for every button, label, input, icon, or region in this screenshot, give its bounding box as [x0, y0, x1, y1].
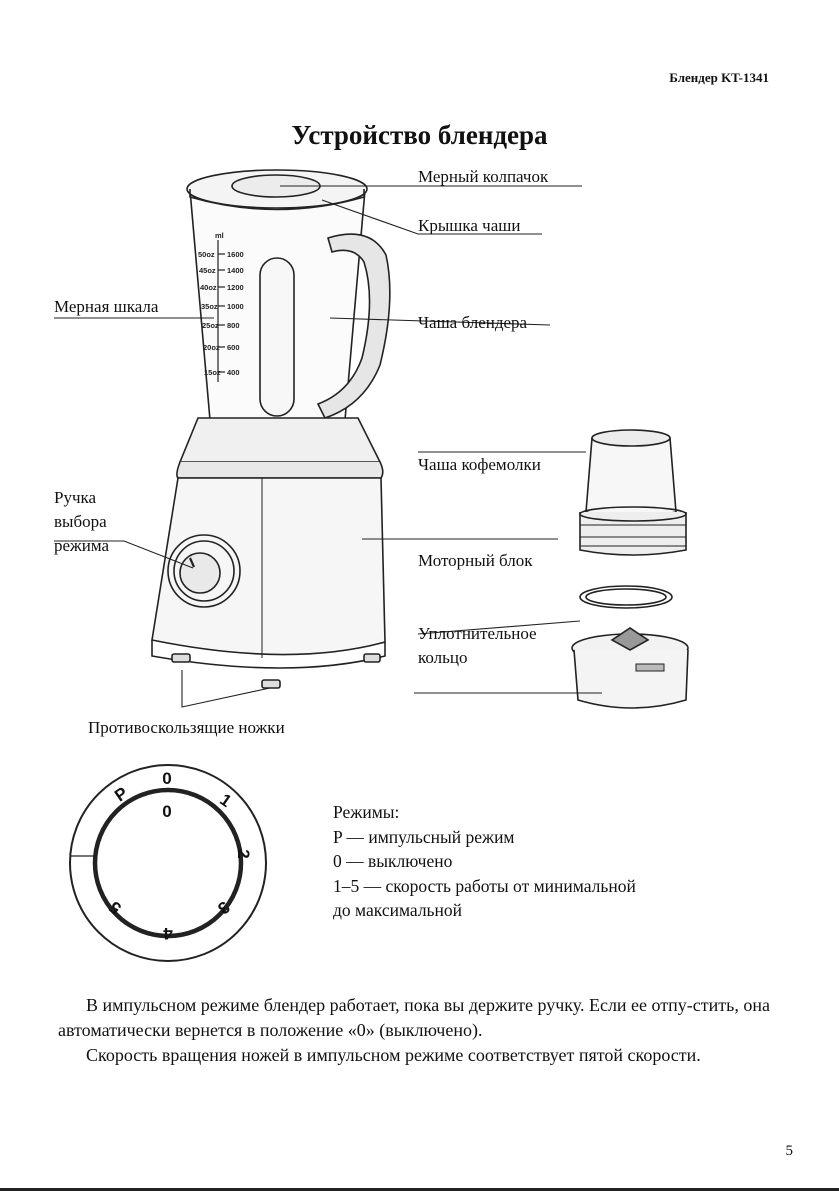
dial-label-2: 2 [234, 849, 253, 858]
scale-oz-20: 20oz [203, 343, 220, 352]
base-collar [176, 461, 384, 479]
leader-lines [54, 185, 602, 708]
motor-body [151, 477, 386, 656]
sealing-ring [579, 585, 673, 609]
label-jar: Чаша блендера [418, 313, 528, 332]
mode-dial [69, 764, 267, 962]
scale-ml-1000: 1000 [227, 302, 244, 311]
description: В импульсном режиме блендер работает, по… [58, 993, 770, 1068]
scale-labels: ml 1600 1400 1200 1000 800 600 400 50oz … [198, 231, 244, 377]
scale-oz-50: 50oz [198, 250, 215, 259]
blade [610, 627, 650, 651]
label-selector-3: режима [54, 536, 110, 555]
bottom-rule [0, 1188, 839, 1191]
modes-legend: Режимы: P — импульсный режим 0 — выключе… [333, 800, 636, 923]
foot-left [171, 653, 191, 663]
dial-label-0: 0 [162, 769, 171, 788]
mode-speeds-cont: до максимальной [333, 900, 463, 920]
scale-oz-15: 15oz [204, 368, 221, 377]
selector-knob [179, 552, 221, 594]
label-scale: Мерная шкала [54, 297, 159, 316]
label-seal-2: кольцо [418, 648, 468, 667]
scale-oz-25: 25oz [202, 321, 219, 330]
scale-ml-800: 800 [227, 321, 240, 330]
dial-knob-label: 0 [162, 802, 171, 821]
base-top [178, 417, 382, 463]
label-motor: Моторный блок [418, 551, 533, 570]
scale-ml-1200: 1200 [227, 283, 244, 292]
label-measuring-cap: Мерный колпачок [418, 167, 549, 186]
page-header: Блендер KT-1341 [669, 70, 769, 85]
mode-p: P — импульсный режим [333, 826, 515, 847]
paragraph-1: В импульсном режиме блендер работает, по… [58, 995, 770, 1040]
foot-right [363, 653, 381, 663]
label-lid: Крышка чаши [418, 216, 520, 235]
jar-window [259, 257, 295, 417]
scale-ml-1400: 1400 [227, 266, 244, 275]
modes-heading: Режимы: [333, 802, 400, 822]
selector-ring [167, 534, 241, 608]
scale-oz-35: 35oz [201, 302, 218, 311]
label-selector-2: выбора [54, 512, 107, 531]
mode-speeds: 1–5 — скорость работы от минимальной [333, 875, 636, 896]
label-selector-1: Ручка [54, 488, 97, 507]
foot-center [261, 679, 281, 689]
scale-unit: ml [215, 231, 224, 240]
label-feet: Противоскользящие ножки [88, 718, 285, 737]
jar-lid-rim [189, 189, 365, 211]
page-number: 5 [785, 1143, 794, 1159]
scale-oz-45: 45oz [199, 266, 216, 275]
scale-oz-40: 40oz [200, 283, 217, 292]
page-title: Устройство блендера [291, 120, 548, 150]
scale-ml-600: 600 [227, 343, 240, 352]
label-seal-1: Уплотнительное [418, 624, 537, 643]
mode-zero: 0 — выключено [333, 851, 453, 871]
scale-ml-400: 400 [227, 368, 240, 377]
dial-label-4: 4 [163, 924, 173, 943]
grinder-cup-thread [579, 512, 687, 556]
scale-ticks [218, 253, 225, 373]
dial-label-1: 1 [216, 790, 235, 811]
label-grinder-cup: Чаша кофемолки [418, 455, 541, 474]
paragraph-2: Скорость вращения ножей в импульсном реж… [86, 1045, 701, 1065]
blade-base [573, 649, 689, 709]
scale-ml-1600: 1600 [227, 250, 244, 259]
